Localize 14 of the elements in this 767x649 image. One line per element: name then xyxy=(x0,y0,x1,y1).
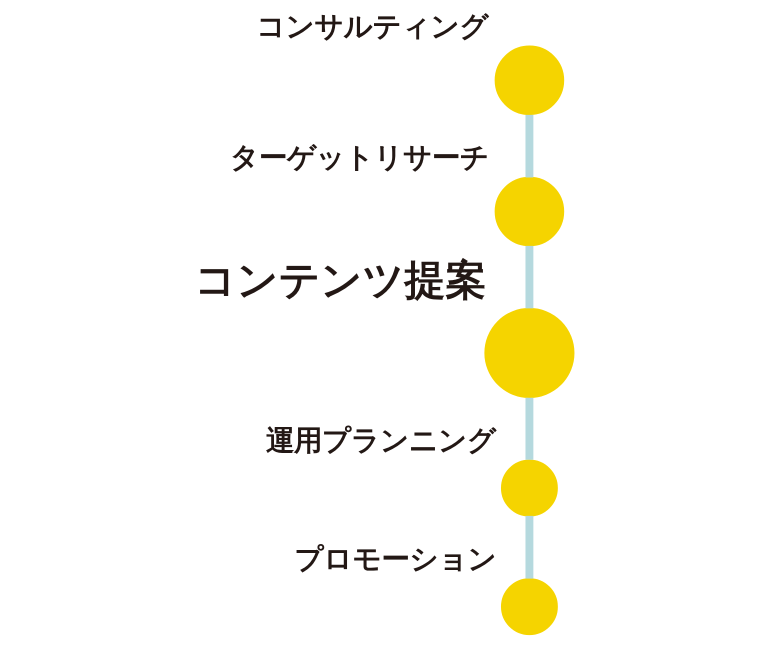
connector xyxy=(524,246,533,308)
node-label: プロモーション xyxy=(294,542,496,576)
node-circle xyxy=(494,46,564,116)
node-circle xyxy=(484,308,574,398)
node-label: コンテンツ提案 xyxy=(194,256,486,304)
node-circle xyxy=(500,460,558,517)
node-circle xyxy=(494,176,564,246)
connector xyxy=(524,516,533,579)
node-label: コンサルティング xyxy=(256,10,488,43)
connector xyxy=(524,114,533,178)
node-label: ターゲットリサーチ xyxy=(229,141,488,174)
node-label: 運用プランニング xyxy=(266,424,496,458)
connector xyxy=(524,398,533,460)
node-circle xyxy=(500,578,558,636)
